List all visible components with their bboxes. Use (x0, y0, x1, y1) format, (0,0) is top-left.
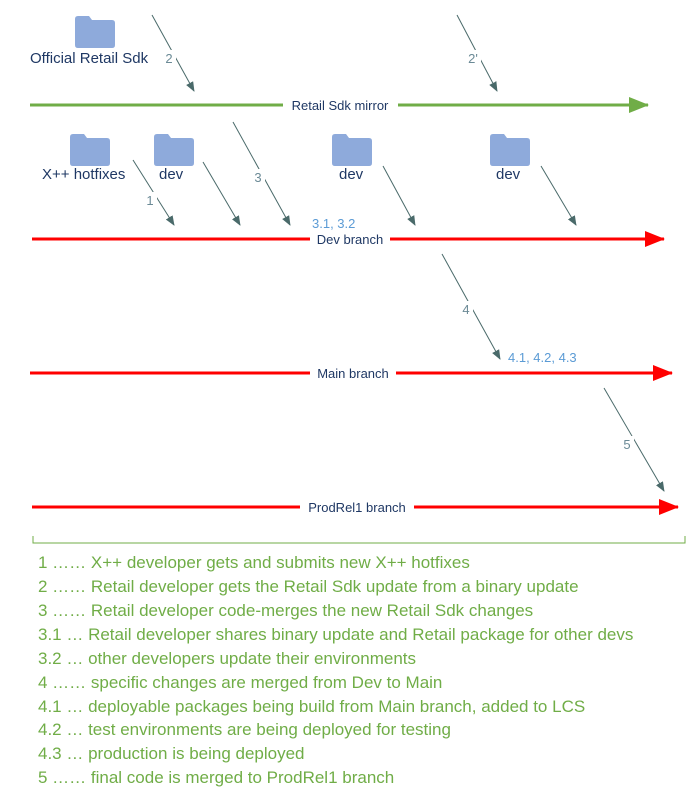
legend-item: 3.1 … Retail developer shares binary upd… (38, 625, 634, 644)
legend-item: 5 …… final code is merged to ProdRel1 br… (38, 768, 395, 787)
source-label-dev-3: dev (496, 166, 521, 183)
legend-item: 3.2 … other developers update their envi… (38, 649, 417, 668)
source-label-hotfixes: X++ hotfixes (42, 166, 125, 183)
step-label-2: 2 (165, 51, 172, 66)
mirror-label-bg (283, 97, 398, 114)
step-2b-bg (465, 50, 481, 66)
step-label-4-1: 4.1, 4.2, 4.3 (508, 350, 577, 365)
step-1-bg (143, 192, 157, 208)
prodrel-label-bg (300, 499, 414, 516)
mirror-branch-label: Retail Sdk mirror (292, 98, 389, 113)
legend-item: 2 …… Retail developer gets the Retail Sd… (38, 577, 579, 596)
folder-icon-dev-2 (332, 134, 372, 166)
dev-branch-label: Dev branch (317, 232, 383, 247)
legend-item: 4.1 … deployable packages being build fr… (38, 697, 586, 716)
arrow-dev-3 (540, 165, 577, 226)
step-label-3: 3 (254, 170, 261, 185)
legend-item: 4.3 … production is being deployed (38, 744, 305, 763)
step-3-bg (251, 169, 265, 185)
step-label-3-1: 3.1, 3.2 (312, 216, 355, 231)
folder-icon-official-sdk (75, 16, 115, 48)
source-label-dev-2: dev (339, 166, 364, 183)
step-4-bg (459, 301, 473, 317)
step-label-5: 5 (623, 437, 630, 452)
dev-label-bg (310, 231, 390, 248)
step-label-4: 4 (462, 302, 469, 317)
legend-item: 1 …… X++ developer gets and submits new … (38, 553, 470, 572)
main-branch-label: Main branch (317, 366, 389, 381)
step-5-bg (620, 436, 634, 452)
prodrel-branch-label: ProdRel1 branch (308, 500, 406, 515)
folder-icon-dev-1 (154, 134, 194, 166)
legend-item: 4 …… specific changes are merged from De… (38, 673, 443, 692)
arrow-dev-2 (382, 165, 416, 226)
legend-bracket (32, 536, 686, 544)
folder-icon-hotfixes (70, 134, 110, 166)
arrow-dev-1 (202, 161, 241, 226)
main-label-bg (310, 365, 396, 382)
source-label-dev-1: dev (159, 166, 184, 183)
legend-item: 4.2 … test environments are being deploy… (38, 720, 451, 739)
step-label-2b: 2' (468, 51, 478, 66)
folder-icon-dev-3 (490, 134, 530, 166)
step-label-1: 1 (146, 193, 153, 208)
legend-item: 3 …… Retail developer code-merges the ne… (38, 601, 534, 620)
step-2-bg (162, 50, 176, 66)
source-label-official-sdk: Official Retail Sdk (30, 50, 149, 67)
